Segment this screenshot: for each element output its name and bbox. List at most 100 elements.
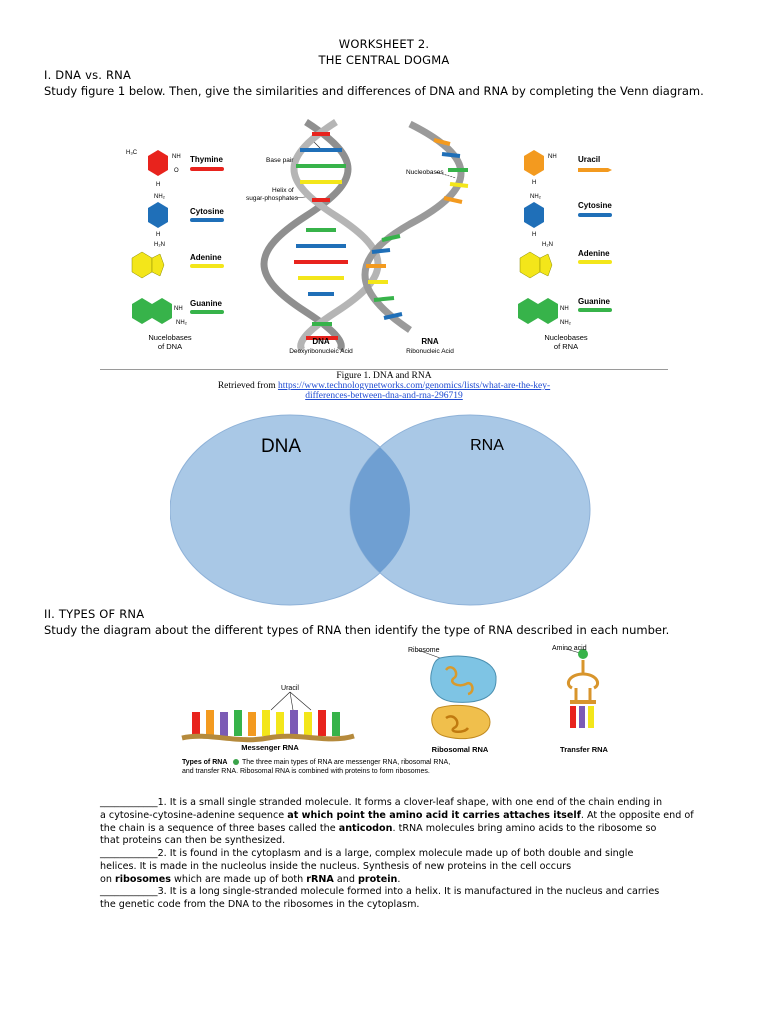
cytosine-label: Cytosine [190, 207, 224, 216]
rna-guanine-molecule-icon: NH NH₂ [518, 298, 572, 326]
figure1-caption: Figure 1. DNA and RNA [336, 371, 432, 381]
uracil-molecule-icon: NH H [524, 150, 557, 186]
section1-instructions: Study figure 1 below. Then, give the sim… [44, 84, 704, 98]
svg-text:H₂N: H₂N [154, 242, 165, 248]
section2-instructions: Study the diagram about the different ty… [44, 623, 670, 637]
rna-guanine-label: Guanine [578, 297, 611, 306]
q2-bold-3: protein [357, 873, 398, 885]
rna-adenine-molecule-icon: H₂N [519, 242, 553, 279]
ribosomal-rna-label: Ribosomal RNA [432, 745, 489, 754]
svg-text:NH: NH [548, 154, 557, 160]
left-caption-1: Nucelobases [148, 333, 192, 342]
uracil-bar [578, 168, 612, 172]
q1-text-2: a cytosine-cytosine-adenine sequence [100, 809, 288, 821]
venn-diagram: DNA RNA [170, 414, 591, 606]
retrieved-prefix: Retrieved from [217, 381, 278, 391]
worksheet-title: WORKSHEET 2. [338, 37, 430, 51]
uracil-pointer-label: Uracil [281, 685, 299, 692]
svg-text:NH: NH [174, 306, 183, 312]
adenine-molecule-icon: H₂N [131, 242, 165, 279]
svg-text:NH₂: NH₂ [154, 194, 166, 200]
guanine-molecule-icon: NH NH₂ [132, 298, 188, 326]
svg-text:O: O [174, 168, 179, 174]
venn-rna-label: RNA [470, 437, 504, 454]
svg-text:H: H [156, 182, 160, 188]
q2-text-6: . [397, 873, 401, 885]
question-3: ____________3. It is a long single-stran… [100, 886, 710, 912]
section1-heading: I. DNA vs. RNA [44, 68, 132, 82]
q3-blank[interactable]: ____________ [100, 886, 158, 897]
svg-text:H: H [532, 232, 536, 238]
adenine-bar [190, 264, 224, 268]
amino-acid-label: Amino acid [552, 645, 587, 652]
ribosome-label: Ribosome [408, 647, 440, 654]
q3-text-2: the genetic code from the DNA to the rib… [100, 898, 420, 910]
guanine-label: Guanine [190, 299, 223, 308]
svg-text:H₃C: H₃C [126, 150, 138, 156]
guanine-bar [190, 310, 224, 314]
rna-title: RNA [421, 337, 439, 346]
source-link-line2[interactable]: differences-between-dna-and-rna-296719 [305, 391, 463, 401]
right-caption-2: of RNA [554, 342, 578, 351]
q2-text-1: 2. It is found in the cytoplasm and is a… [157, 848, 634, 859]
rna-subtitle: Ribonucleic Acid [406, 348, 454, 355]
worksheet-subtitle: THE CENTRAL DOGMA [318, 53, 450, 67]
svg-text:NH₂: NH₂ [560, 320, 572, 326]
source-link-line1[interactable]: https://www.technologynetworks.com/genom… [277, 381, 551, 391]
svg-text:NH: NH [560, 306, 569, 312]
dna-title: DNA [312, 337, 330, 346]
svg-text:H: H [156, 232, 160, 238]
rna-guanine-bar [578, 308, 612, 312]
question-2: ____________2. It is found in the cytopl… [100, 848, 710, 886]
q2-bold-1: ribosomes [115, 873, 171, 885]
svg-text:NH: NH [172, 154, 181, 160]
figure1-divider [100, 369, 668, 370]
messenger-rna-illustration [181, 691, 355, 743]
thymine-molecule-icon: H₃C NH O H [126, 150, 181, 188]
q1-blank[interactable]: ____________ [100, 797, 158, 808]
adenine-label: Adenine [190, 253, 222, 262]
thymine-bar [190, 167, 224, 171]
nucleobases-label: Nucleobases [406, 169, 444, 176]
messenger-rna-label: Messenger RNA [241, 743, 299, 752]
thymine-label: Thymine [190, 155, 223, 164]
base-pair-label: Base pair [266, 157, 294, 164]
q2-text-3: on [100, 873, 115, 885]
figure2-rna-types: Uracil Messenger RNA Ribosome Ribosomal … [181, 645, 609, 775]
q1-text-6: that proteins can then be synthesized. [100, 835, 286, 847]
uracil-label: Uracil [578, 155, 600, 164]
cytosine-bar [190, 218, 224, 222]
figure2-caption-line1: The three main types of RNA are messenge… [242, 759, 450, 766]
rna-helix-illustration [361, 120, 469, 333]
q2-text-4: which are made up of both [171, 873, 307, 885]
cytosine-molecule-icon: NH₂ H [148, 194, 168, 238]
figure1-dna-rna: H₃C NH O H Thymine NH₂ H Cytosine H₂N Adeni… [126, 119, 612, 355]
rna-adenine-bar [578, 260, 612, 264]
venn-dna-label: DNA [261, 436, 301, 457]
dna-subtitle: Deoxyribonucleic Acid [289, 348, 353, 355]
rna-cytosine-label: Cytosine [578, 201, 612, 210]
helix-label-2: sugar-phosphates [246, 195, 299, 202]
svg-text:H₂N: H₂N [542, 242, 553, 248]
q2-blank[interactable]: ____________ [100, 848, 158, 859]
figure1-link-row2: differences-between-dna-and-rna-296719 [0, 391, 768, 401]
q1-text-4: the chain is a sequence of three bases c… [100, 822, 339, 834]
svg-text:NH₂: NH₂ [176, 320, 188, 326]
transfer-rna-illustration [565, 648, 599, 728]
question-1: ____________1. It is a small single stra… [100, 797, 710, 848]
svg-text:H: H [532, 180, 536, 186]
q1-bold-1: at which point the amino acid it carries… [287, 809, 581, 821]
q1-text-5: . tRNA molecules bring amino acids to th… [392, 822, 657, 834]
figure1-retrieved: Retrieved from https://www.technologynet… [0, 381, 768, 391]
q2-bold-2: rRNA [306, 873, 334, 885]
left-caption-2: of DNA [158, 342, 182, 351]
q1-bold-2: anticodon [338, 822, 393, 834]
rna-adenine-label: Adenine [578, 249, 610, 258]
figure2-caption-line2: and transfer RNA. Ribosomal RNA is combi… [182, 768, 430, 775]
q1-text-1: 1. It is a small single stranded molecul… [157, 797, 663, 808]
rna-cytosine-bar [578, 213, 612, 217]
helix-label-1: Helix of [272, 187, 294, 194]
q2-text-2: helices. It is made in the nucleolus ins… [100, 860, 572, 872]
q1-text-3: . At the opposite end of [580, 809, 694, 821]
